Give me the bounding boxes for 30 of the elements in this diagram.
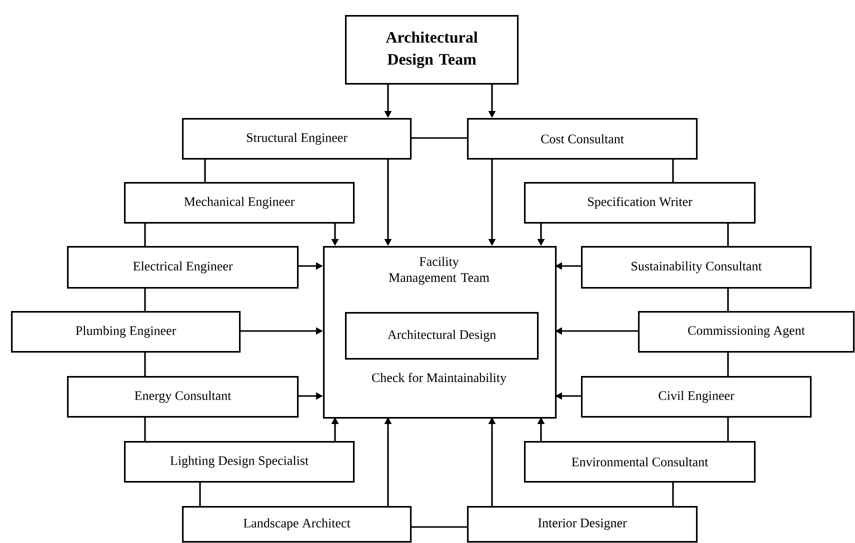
design-box: Architectural Design xyxy=(345,312,539,360)
role-box: Structural Engineer xyxy=(182,118,412,160)
connector-line xyxy=(727,222,729,246)
role-box: Cost Consultant xyxy=(467,118,698,160)
role-box: Interior Designer xyxy=(467,506,698,543)
role-box: Specification Writer xyxy=(524,182,756,224)
role-box: Plumbing Engineer xyxy=(11,311,241,353)
connector-line xyxy=(144,222,146,246)
connector-line xyxy=(727,287,729,311)
role-box: Environmental Consultant xyxy=(524,441,756,483)
connector-line xyxy=(727,351,729,376)
role-box: Landscape Architect xyxy=(182,506,412,543)
connector-line xyxy=(672,158,674,182)
role-box: Electrical Engineer xyxy=(67,246,299,289)
connector-line xyxy=(672,481,674,506)
role-box: Sustainability Consultant xyxy=(581,246,812,289)
team-box: Architectural Design Team xyxy=(345,15,519,85)
role-box: Energy Consultant xyxy=(67,376,299,418)
connector-line xyxy=(144,351,146,376)
connector-line xyxy=(410,526,467,528)
connector-line xyxy=(727,416,729,441)
role-box: Lighting Design Specialist xyxy=(124,441,355,483)
connector-line xyxy=(144,416,146,441)
connector-line xyxy=(410,137,467,139)
role-box: Civil Engineer xyxy=(581,376,812,418)
connector-line xyxy=(144,287,146,311)
role-box: Commissioning Agent xyxy=(638,311,855,353)
connector-line xyxy=(204,158,206,182)
role-box: Mechanical Engineer xyxy=(124,182,355,224)
connector-line xyxy=(199,481,201,506)
